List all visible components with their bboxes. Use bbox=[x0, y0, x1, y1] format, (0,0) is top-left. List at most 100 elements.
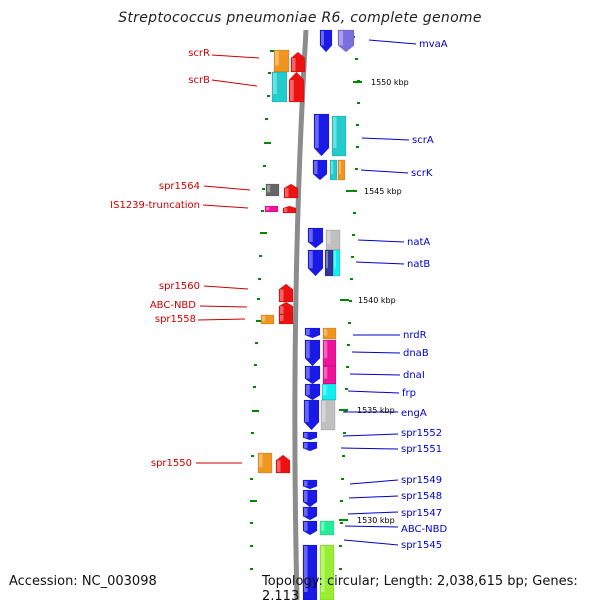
right-leader bbox=[360, 169, 409, 174]
left-tick bbox=[252, 410, 259, 412]
gene-spr1558-b-shade bbox=[280, 315, 284, 321]
accession-text: Accession: NC_003098 bbox=[9, 574, 157, 589]
gene-dnaI-a-shade bbox=[306, 367, 310, 379]
right-gene-label: spr1547 bbox=[401, 508, 442, 519]
right-leader bbox=[347, 390, 400, 394]
label-leaders bbox=[196, 39, 417, 546]
gene-spr1548 bbox=[302, 489, 318, 508]
gene-spr1558-a-shade bbox=[262, 316, 266, 322]
right-gene-label: mvaA bbox=[419, 39, 448, 50]
scale-label: 1545 kbp bbox=[364, 187, 402, 196]
gene-is1239-b-shade bbox=[284, 208, 288, 212]
gene-nrdR-a-shade bbox=[306, 329, 310, 335]
right-leader bbox=[351, 351, 401, 354]
gene-spr1548-shade bbox=[304, 491, 308, 502]
right-leader bbox=[349, 479, 399, 485]
gene-spr1550-a bbox=[257, 452, 273, 474]
scale-tick bbox=[353, 81, 362, 83]
gene-mvaA-b-shade bbox=[339, 31, 343, 46]
right-leader bbox=[355, 261, 405, 265]
left-tick bbox=[257, 298, 260, 300]
map-title: Streptococcus pneumoniae R6, complete ge… bbox=[118, 10, 482, 26]
left-leader bbox=[203, 285, 249, 290]
gene-spr1549 bbox=[302, 479, 318, 490]
gene-spr1545-b bbox=[319, 544, 335, 600]
right-gene-label: spr1551 bbox=[401, 444, 442, 455]
gene-nrdR-b bbox=[322, 327, 337, 340]
gene-abc-nbd-right-b-shade bbox=[321, 522, 325, 531]
gene-dnaB-b-shade bbox=[324, 341, 328, 359]
gene-spr1547 bbox=[302, 506, 318, 521]
gene-dnaI-b-shade bbox=[324, 367, 328, 379]
left-tick bbox=[256, 320, 263, 322]
gene-scrA-b bbox=[331, 115, 347, 157]
right-tick bbox=[346, 366, 349, 368]
left-leader bbox=[197, 318, 246, 321]
gene-features bbox=[257, 29, 355, 600]
gene-scrA-b-shade bbox=[333, 117, 337, 148]
right-leader bbox=[368, 39, 417, 45]
left-tick bbox=[268, 72, 271, 74]
left-tick bbox=[264, 142, 271, 144]
left-tick bbox=[255, 342, 258, 344]
gene-abc-nbd-right-a-shade bbox=[304, 522, 308, 531]
right-gene-label: spr1549 bbox=[401, 475, 442, 486]
gene-mvaA-b bbox=[337, 29, 355, 53]
right-gene-label: scrA bbox=[412, 135, 434, 146]
gene-dnaI-a bbox=[304, 365, 321, 385]
left-tick bbox=[258, 278, 261, 280]
left-tick bbox=[270, 50, 277, 52]
right-tick bbox=[342, 455, 345, 457]
gene-dnaB-a bbox=[304, 339, 321, 367]
scale-tick bbox=[339, 519, 348, 521]
gene-spr1564-b-shade bbox=[285, 188, 289, 197]
gene-spr1551-shade bbox=[304, 443, 308, 449]
gene-dnaB-a-shade bbox=[306, 341, 310, 359]
gene-spr1545-a-shade bbox=[304, 546, 308, 592]
right-leader bbox=[357, 239, 405, 243]
right-gene-label: spr1548 bbox=[401, 491, 442, 502]
right-tick bbox=[343, 432, 346, 434]
right-tick bbox=[356, 146, 359, 148]
gene-frp-a bbox=[304, 383, 321, 401]
backbone-arc bbox=[292, 29, 309, 600]
gene-scrB-b bbox=[288, 71, 305, 103]
left-gene-label: ABC-NBD bbox=[150, 300, 196, 311]
gene-spr1549-shade bbox=[304, 481, 308, 487]
gene-spr1552-shade bbox=[304, 433, 308, 438]
gene-spr1564-a-shade bbox=[267, 185, 271, 193]
right-tick bbox=[340, 500, 343, 502]
gene-natB-a-shade bbox=[309, 251, 313, 269]
gene-abc-nbd-left-shade bbox=[280, 306, 284, 315]
right-leader bbox=[342, 433, 399, 437]
gene-engA-b-shade bbox=[322, 401, 326, 422]
left-tick bbox=[265, 118, 268, 120]
right-tick bbox=[345, 388, 348, 390]
right-tick bbox=[349, 300, 352, 302]
gene-spr1545-a bbox=[302, 544, 318, 600]
gene-natA-b-shade bbox=[327, 231, 331, 244]
right-leader bbox=[344, 525, 399, 528]
gene-natB-c-shade bbox=[334, 251, 336, 269]
gene-spr1550-b bbox=[275, 454, 291, 474]
left-leader bbox=[203, 185, 251, 191]
gene-scrR-b-shade bbox=[292, 58, 296, 71]
gene-spr1560-shade bbox=[280, 289, 284, 301]
right-tick bbox=[340, 522, 343, 524]
gene-abc-nbd-right-a bbox=[302, 520, 318, 536]
gene-frp-b bbox=[321, 383, 337, 401]
gene-spr1560 bbox=[278, 283, 294, 303]
right-gene-label: dnaB bbox=[403, 348, 429, 359]
gene-spr1558-a bbox=[260, 314, 275, 325]
right-gene-label: nrdR bbox=[403, 330, 427, 341]
gene-spr1558-b bbox=[278, 313, 294, 325]
gene-natB-a bbox=[307, 249, 324, 277]
scale-tick bbox=[340, 299, 349, 301]
gene-engA-b bbox=[320, 399, 336, 431]
gene-scrK-c-shade bbox=[339, 161, 341, 174]
right-tick bbox=[348, 322, 351, 324]
gene-scrK-b bbox=[329, 159, 338, 181]
left-tick bbox=[267, 95, 270, 97]
right-tick bbox=[355, 58, 358, 60]
